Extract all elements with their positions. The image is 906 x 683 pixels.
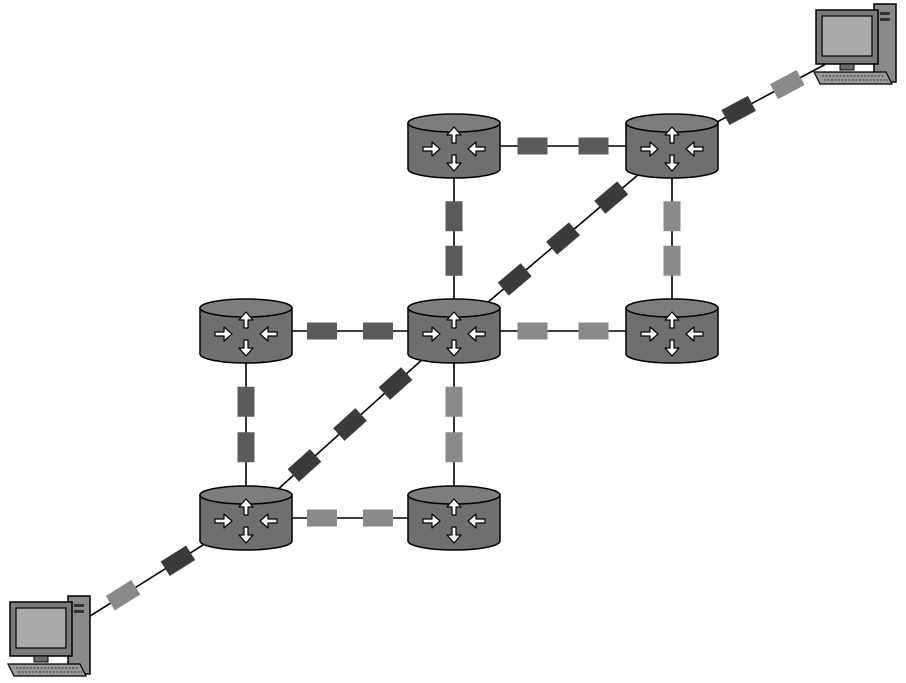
link-router-bottom-left-to-router-middle-center: [245, 330, 455, 519]
link-segment: [333, 408, 367, 441]
link-segment: [237, 386, 255, 417]
link-segment: [105, 580, 141, 611]
link-segment: [363, 322, 393, 340]
link-segment: [594, 181, 629, 214]
link-segment: [663, 245, 681, 276]
link-segment: [578, 322, 609, 340]
link-segment: [721, 95, 756, 126]
link-segment: [378, 367, 413, 400]
link-segment: [578, 137, 609, 155]
link-segment: [287, 449, 322, 482]
computer-bottom-left-computer-icon[interactable]: [7, 595, 91, 677]
link-segment: [517, 137, 548, 155]
link-router-middle-center-to-router-top-right: [453, 145, 673, 332]
router-bottom-left-router-icon[interactable]: [199, 485, 293, 551]
router-middle-right-router-icon[interactable]: [625, 298, 719, 364]
link-segment: [445, 245, 463, 276]
link-segment: [237, 432, 255, 463]
link-segment: [307, 509, 337, 527]
router-bottom-center-router-icon[interactable]: [407, 485, 501, 551]
router-middle-left-router-icon[interactable]: [199, 298, 293, 364]
link-segment: [363, 509, 393, 527]
link-segment: [307, 322, 337, 340]
link-segment: [445, 386, 463, 417]
router-top-center-router-icon[interactable]: [407, 113, 501, 179]
link-segment: [517, 322, 548, 340]
link-segment: [546, 222, 580, 255]
nodes-layer: [7, 3, 897, 677]
link-segment: [770, 69, 805, 100]
link-segment: [663, 201, 681, 232]
router-middle-center-router-icon[interactable]: [407, 298, 501, 364]
link-segment: [497, 263, 532, 296]
computer-top-right-computer-icon[interactable]: [813, 3, 897, 85]
router-top-right-router-icon[interactable]: [625, 113, 719, 179]
link-segment: [445, 432, 463, 463]
link-segment: [445, 201, 463, 232]
link-segment: [160, 545, 196, 576]
